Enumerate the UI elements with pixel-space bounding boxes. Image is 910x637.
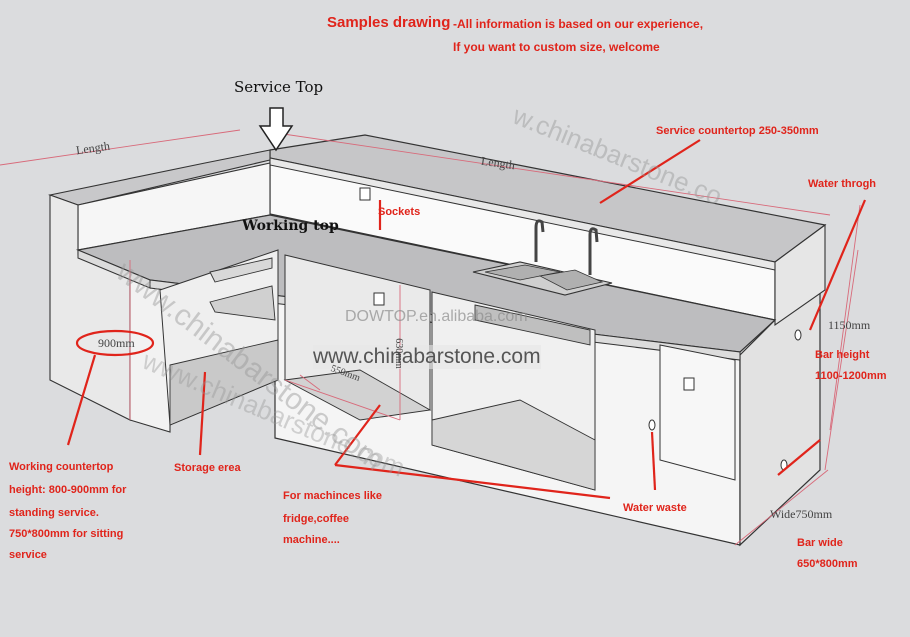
working-countertop-line3: standing service. (9, 507, 99, 519)
shelf-1 (209, 257, 273, 283)
working-countertop-line1: Working countertop (9, 461, 114, 473)
storage-area-label: Storage erea (174, 462, 241, 474)
working-top-label: Working top (242, 218, 339, 234)
machines-line3: machine.... (283, 534, 340, 546)
bar-height-value: 1100-1200mm (815, 370, 887, 382)
service-countertop-label: Service countertop 250-350mm (656, 125, 819, 137)
service-top-arrow (258, 107, 294, 152)
socket-2 (373, 292, 385, 306)
bar-height-label: Bar height (815, 349, 870, 361)
water-hole-1 (794, 329, 802, 341)
sink-bowl-left (484, 264, 561, 281)
height-900-highlight (75, 329, 155, 357)
socket-1 (359, 187, 371, 201)
sink-bowl-under (474, 304, 591, 346)
water-waste-hole (648, 419, 656, 431)
working-countertop-line2: height: 800-900mm for (9, 484, 127, 496)
machine-floor (283, 369, 432, 421)
sink-cabinet-floor (431, 399, 596, 491)
height-1150-dim: 1150mm (828, 318, 871, 332)
faucet-right (588, 227, 599, 275)
header-note-line2: If you want to custom size, welcome (453, 40, 660, 54)
machines-line1: For machinces like (283, 490, 383, 502)
working-countertop-line4: 750*800mm for sitting (9, 528, 124, 540)
sink-bowl-right (538, 269, 604, 291)
water-waste-label: Water waste (623, 502, 687, 514)
watermark-dowtop: DOWTOP.en.alibaba.com (345, 308, 528, 325)
working-top-left-edge (77, 249, 151, 289)
service-top-label: Service Top (234, 78, 324, 96)
shelf-3 (169, 339, 279, 426)
right-cabinet-door (659, 344, 736, 481)
socket-3 (683, 377, 695, 391)
machines-line2: fridge,coffee (283, 513, 350, 525)
sockets-label: Sockets (378, 206, 421, 218)
height-900-dim: 900mm (98, 336, 135, 350)
bar-wide-value: 650*800mm (797, 558, 858, 570)
working-countertop-line5: service (9, 549, 47, 561)
pointer-lines (66, 139, 867, 500)
header-note-line1: -All information is based on our experie… (453, 17, 704, 31)
dim-630: 630mm (392, 338, 404, 369)
service-riser-right (774, 223, 826, 327)
shelf-2 (209, 285, 276, 321)
wide-750-dim: Wide750mm (770, 507, 833, 521)
water-through-label: Water throgh (808, 178, 877, 190)
dimension-lines (0, 129, 861, 546)
drawing-title: Samples drawing (327, 14, 451, 31)
watermark-center: www.chinabarstone.com (313, 345, 541, 369)
faucet-left (534, 219, 545, 262)
bar-wide-label: Bar wide (797, 537, 843, 549)
